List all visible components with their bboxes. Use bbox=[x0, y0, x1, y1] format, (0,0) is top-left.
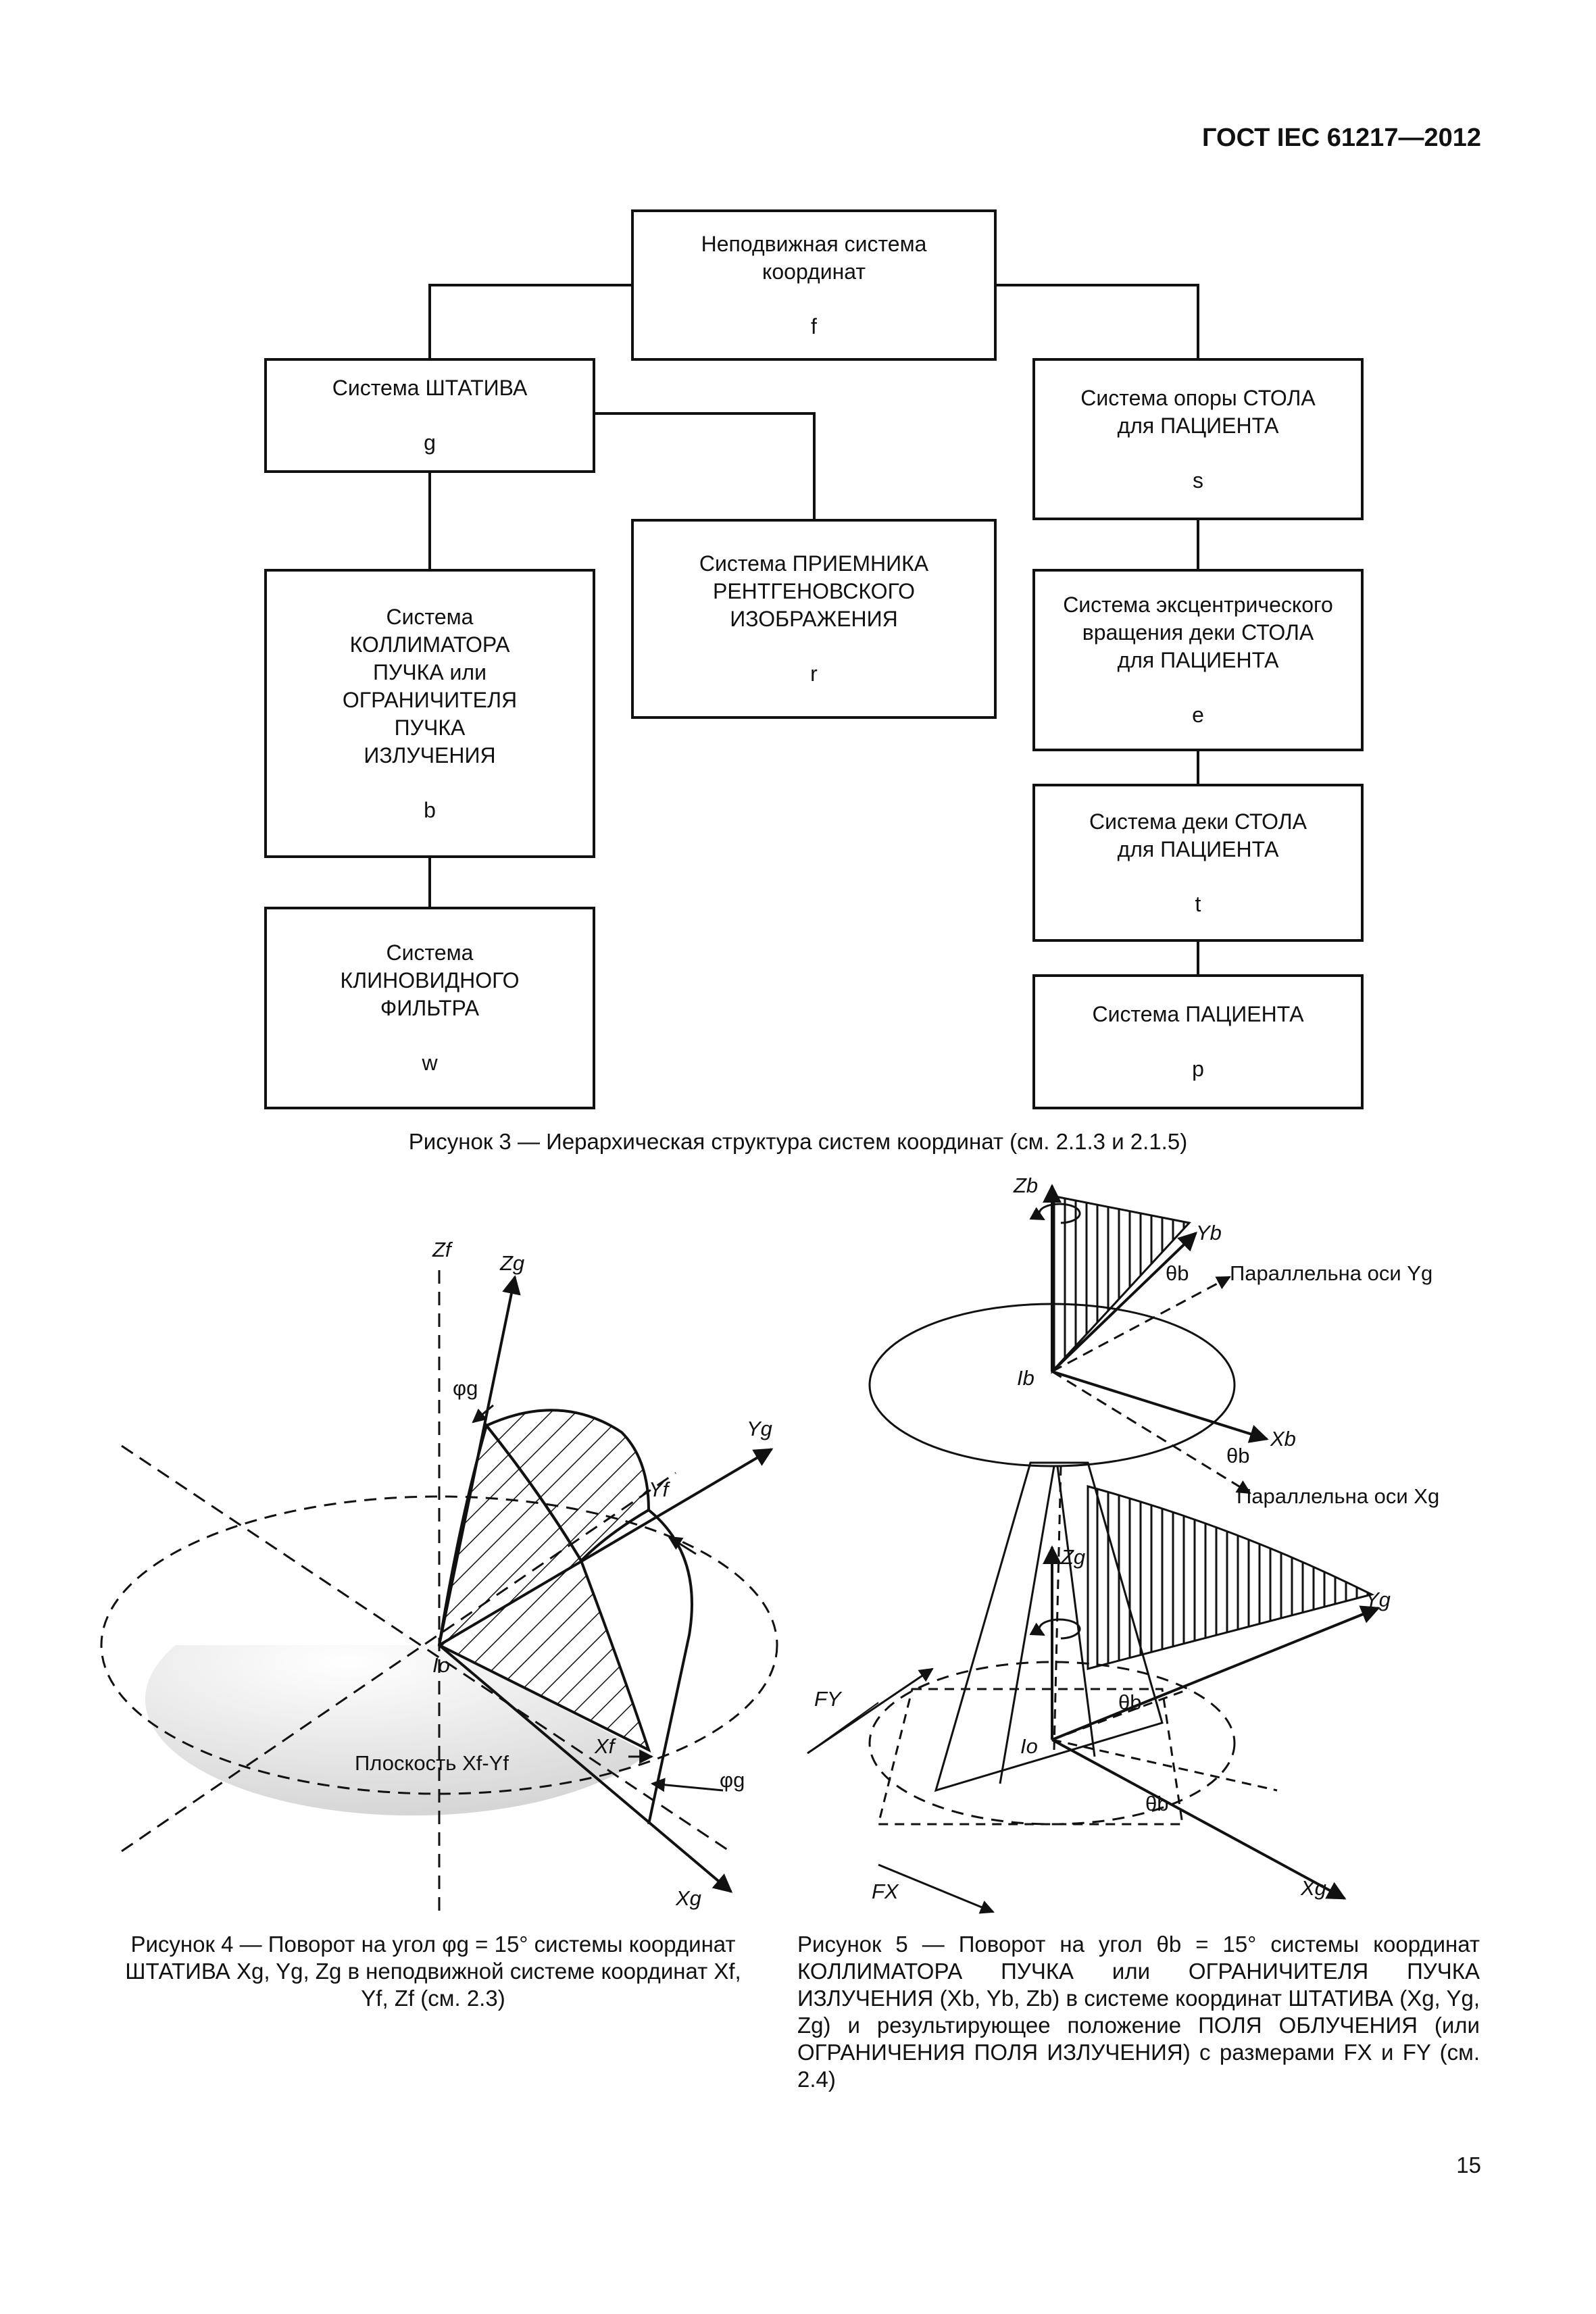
label-yg: Yg bbox=[747, 1417, 772, 1440]
document-header: ГОСТ IEC 61217—2012 bbox=[1202, 124, 1481, 152]
shaded-plane bbox=[145, 1645, 649, 1816]
label-theta-1: θb bbox=[1166, 1261, 1189, 1285]
box-symbol: f bbox=[811, 313, 817, 338]
label-fy: FY bbox=[814, 1687, 843, 1711]
box-title: Система КЛИНОВИДНОГО ФИЛЬТРА bbox=[340, 940, 520, 1020]
label-yg: Yg bbox=[1365, 1588, 1391, 1611]
label-parallel-y: Параллельна оси Yg bbox=[1230, 1261, 1432, 1285]
box-table-top-system: Система деки СТОЛА для ПАЦИЕНТА t bbox=[1032, 784, 1364, 942]
label-yf: Yf bbox=[649, 1478, 671, 1501]
page-number: 15 bbox=[1456, 2153, 1481, 2178]
label-io: Io bbox=[1020, 1734, 1038, 1758]
fig3-caption: Рисунок 3 — Иерархическая структура сист… bbox=[408, 1129, 1188, 1154]
box-symbol: r bbox=[810, 661, 818, 686]
box-symbol: g bbox=[424, 430, 436, 455]
label-io: Io bbox=[432, 1653, 450, 1677]
box-title: Система эксцентрического вращения деки С… bbox=[1063, 593, 1333, 672]
label-yb: Yb bbox=[1196, 1221, 1222, 1244]
label-zg: Zg bbox=[499, 1251, 524, 1275]
fig5-caption: Рисунок 5 — Поворот на угол θb = 15° сис… bbox=[797, 1932, 1480, 2092]
box-symbol: p bbox=[1192, 1057, 1204, 1081]
box-eccentric-rotation-system: Система эксцентрического вращения деки С… bbox=[1032, 569, 1364, 751]
box-table-support-system: Система опоры СТОЛА для ПАЦИЕНТА s bbox=[1032, 358, 1364, 520]
fig4-caption: Рисунок 4 — Поворот на угол φg = 15° сис… bbox=[125, 1932, 741, 2011]
label-plane: Плоскость Xf-Yf bbox=[355, 1751, 509, 1775]
box-xray-receptor-system: Система ПРИЕМНИКА РЕНТГЕНОВСКОГО ИЗОБРАЖ… bbox=[631, 519, 997, 719]
box-patient-system: Система ПАЦИЕНТА p bbox=[1032, 974, 1364, 1109]
label-ib: Ib bbox=[1017, 1366, 1034, 1390]
box-title: Система КОЛЛИМАТОРА ПУЧКА или ОГРАНИЧИТЕ… bbox=[342, 604, 518, 768]
box-title: Система ПАЦИЕНТА bbox=[1092, 1002, 1304, 1026]
label-xg: Xg bbox=[675, 1886, 701, 1910]
label-phi-top: φg bbox=[453, 1376, 478, 1400]
fig3-connectors bbox=[428, 284, 1199, 974]
box-fixed-system: Неподвижная система координат f bbox=[631, 209, 997, 361]
label-zb: Zb bbox=[1013, 1174, 1038, 1197]
label-fx: FX bbox=[872, 1880, 899, 1903]
box-symbol: b bbox=[424, 797, 436, 822]
label-parallel-x: Параллельна оси Xg bbox=[1237, 1484, 1439, 1508]
box-symbol: t bbox=[1195, 891, 1201, 916]
label-xf: Xf bbox=[594, 1734, 617, 1758]
box-symbol: w bbox=[422, 1051, 438, 1075]
box-title: Неподвижная система координат bbox=[701, 231, 927, 284]
box-title: Система ШТАТИВА bbox=[332, 376, 528, 400]
label-xg: Xg bbox=[1300, 1876, 1326, 1900]
box-title: Система деки СТОЛА для ПАЦИЕНТА bbox=[1089, 809, 1307, 861]
box-title: Система опоры СТОЛА для ПАЦИЕНТА bbox=[1080, 385, 1316, 438]
label-zg: Zg bbox=[1060, 1545, 1085, 1569]
label-theta-4: θb bbox=[1145, 1792, 1168, 1815]
box-symbol: e bbox=[1192, 703, 1204, 727]
label-zf: Zf bbox=[432, 1238, 453, 1261]
label-phi-bottom: φg bbox=[720, 1768, 745, 1792]
label-theta-3: θb bbox=[1118, 1690, 1141, 1714]
label-xb: Xb bbox=[1270, 1427, 1296, 1451]
box-collimator-system: Система КОЛЛИМАТОРА ПУЧКА или ОГРАНИЧИТЕ… bbox=[264, 569, 595, 858]
box-symbol: s bbox=[1193, 468, 1203, 493]
label-theta-2: θb bbox=[1226, 1444, 1249, 1467]
box-wedge-filter-system: Система КЛИНОВИДНОГО ФИЛЬТРА w bbox=[264, 907, 595, 1109]
box-title: Система ПРИЕМНИКА РЕНТГЕНОВСКОГО ИЗОБРАЖ… bbox=[699, 551, 929, 631]
box-gantry-system: Система ШТАТИВА g bbox=[264, 358, 595, 473]
